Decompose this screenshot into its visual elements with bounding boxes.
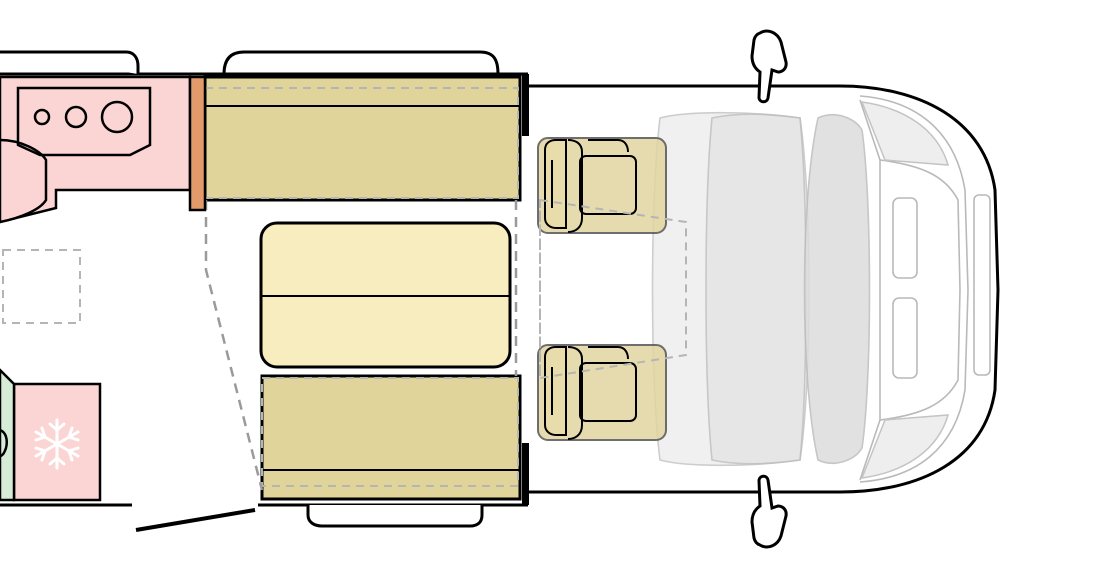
wall-lip-bottom: [306, 505, 484, 528]
snowflake-icon: [34, 418, 80, 470]
washroom: [0, 368, 16, 502]
stove-burner-icon: [16, 86, 152, 157]
bench-seat-top[interactable]: [203, 75, 522, 202]
wall-lip-kitchen: [0, 50, 140, 74]
side-mirror-icon: [750, 474, 788, 549]
entry-door[interactable]: [135, 508, 256, 532]
dinette-table[interactable]: [259, 221, 512, 369]
wall-lip-top: [222, 50, 500, 75]
driver-seat[interactable]: [537, 137, 667, 234]
skylight-hatch: [2, 249, 81, 324]
cab-body: [528, 84, 1000, 494]
bench-seat-bottom[interactable]: [260, 374, 522, 501]
cab-overhead-bed: [651, 111, 871, 467]
passenger-seat[interactable]: [537, 344, 667, 441]
side-mirror-icon: [750, 29, 788, 104]
